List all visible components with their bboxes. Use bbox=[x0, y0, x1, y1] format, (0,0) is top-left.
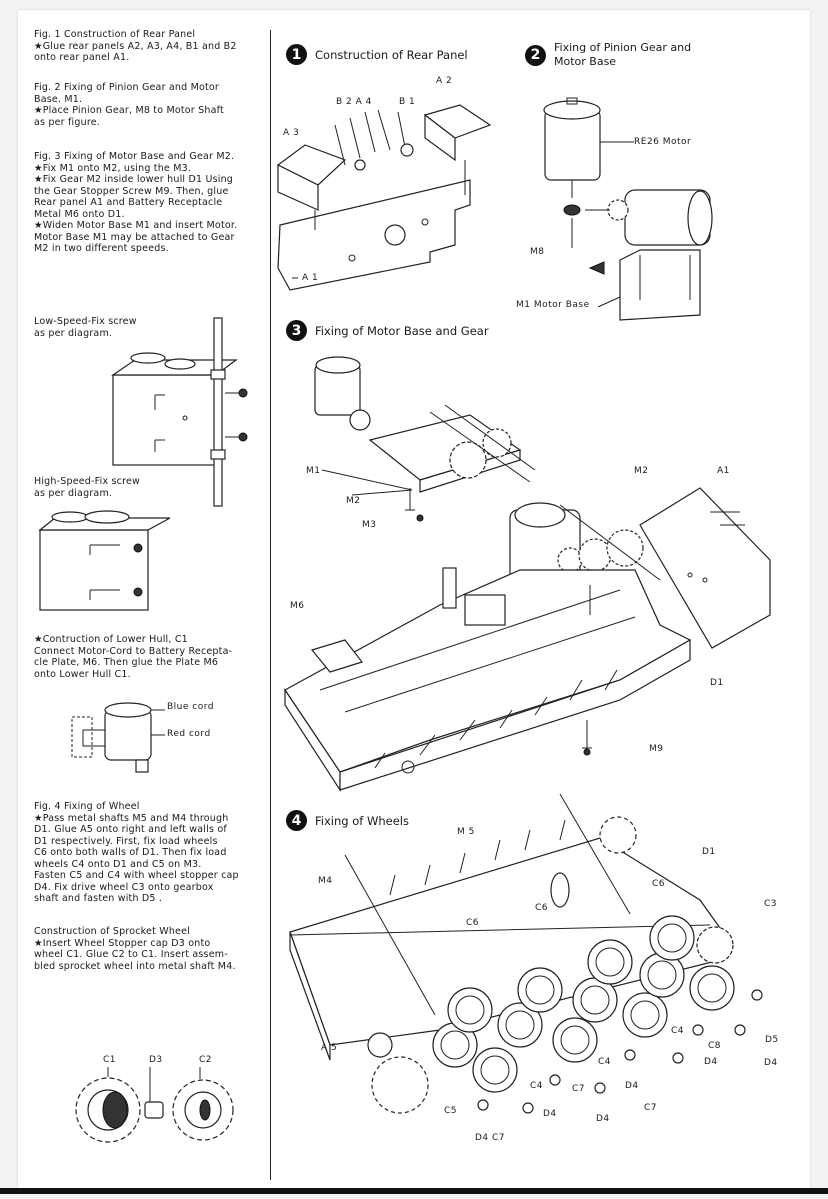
step-4-title: Fixing of Wheels bbox=[315, 813, 409, 828]
label-c5: C5 bbox=[444, 1106, 458, 1116]
label-re26-motor: RE26 Motor bbox=[634, 137, 692, 147]
label-d4-a: D4 bbox=[704, 1057, 718, 1067]
blue-cord-label: Blue cord bbox=[167, 702, 214, 712]
label-c6-right: C6 bbox=[652, 879, 666, 889]
label-m5: M 5 bbox=[457, 827, 475, 837]
low-speed-gearbox-drawing bbox=[111, 317, 248, 507]
step-3-title: Fixing of Motor Base and Gear bbox=[315, 323, 489, 338]
label-m1-motor-base: M1 Motor Base bbox=[516, 300, 590, 310]
label-d4-d: D4 bbox=[543, 1109, 557, 1119]
column-divider bbox=[270, 30, 271, 1180]
step-2-title: Fixing of Pinion Gear and Motor Base bbox=[554, 41, 692, 68]
label-c2: C2 bbox=[199, 1055, 213, 1065]
step-1-number: 1 bbox=[286, 44, 307, 65]
label-m8: M8 bbox=[530, 247, 545, 257]
step-4-number: 4 bbox=[286, 810, 307, 831]
red-cord-label: Red cord bbox=[167, 729, 211, 739]
label-b1: B 1 bbox=[399, 97, 416, 107]
label-c4-left: C4 bbox=[530, 1081, 544, 1091]
label-c8: C8 bbox=[708, 1041, 722, 1051]
fig4-text: Fig. 4 Fixing of Wheel ★Pass metal shaft… bbox=[34, 801, 239, 904]
label-d4-b: D4 bbox=[764, 1058, 778, 1068]
step-3-heading: 3 Fixing of Motor Base and Gear bbox=[286, 320, 489, 341]
label-d4-e: D4 bbox=[596, 1114, 610, 1124]
fig2-text: Fig. 2 Fixing of Pinion Gear and Motor B… bbox=[34, 82, 224, 128]
label-m3: M3 bbox=[362, 520, 377, 530]
label-a2: A 2 bbox=[436, 76, 453, 86]
label-d3: D3 bbox=[149, 1055, 163, 1065]
label-c1: C1 bbox=[103, 1055, 117, 1065]
pinion-motor-drawing bbox=[543, 97, 713, 321]
label-a3: A 3 bbox=[283, 128, 300, 138]
label-m2-gear: M2 bbox=[634, 466, 649, 476]
label-d1: D1 bbox=[710, 678, 724, 688]
label-c6-middle: C6 bbox=[535, 903, 549, 913]
step-4-heading: 4 Fixing of Wheels bbox=[286, 810, 409, 831]
label-c6-left: C6 bbox=[466, 918, 480, 928]
label-m6: M6 bbox=[290, 601, 305, 611]
bottom-border bbox=[0, 1188, 828, 1194]
road-wheels bbox=[432, 915, 735, 1093]
rear-panel-drawing bbox=[276, 104, 492, 291]
label-c7-b: C7 bbox=[644, 1103, 658, 1113]
label-d4-c: D4 bbox=[625, 1081, 639, 1091]
fig1-text: Fig. 1 Construction of Rear Panel ★Glue … bbox=[34, 29, 237, 63]
low-speed-text: Low-Speed-Fix screw as per diagram. bbox=[34, 316, 137, 339]
label-c3: C3 bbox=[764, 899, 778, 909]
step-1-heading: 1 Construction of Rear Panel bbox=[286, 44, 468, 65]
high-speed-gearbox-drawing bbox=[38, 510, 171, 611]
sprocket-text: Construction of Sprocket Wheel ★Insert W… bbox=[34, 926, 236, 972]
label-d4-c7: D4 C7 bbox=[475, 1133, 506, 1143]
wheels-drawing bbox=[289, 793, 763, 1114]
fig3-text: Fig. 3 Fixing of Motor Base and Gear M2.… bbox=[34, 151, 238, 254]
step-3-number: 3 bbox=[286, 320, 307, 341]
label-a1-panel: A1 bbox=[717, 466, 730, 476]
label-c7-a: C7 bbox=[572, 1084, 586, 1094]
motor-base-gear-drawing bbox=[314, 356, 771, 649]
step-2-number: 2 bbox=[525, 44, 546, 66]
step-2-heading: 2 Fixing of Pinion Gear and Motor Base bbox=[525, 41, 691, 69]
label-m2: M2 bbox=[346, 496, 361, 506]
label-a1: A 1 bbox=[302, 273, 319, 283]
label-d5: D5 bbox=[765, 1035, 779, 1045]
lower-hull-drawing bbox=[284, 567, 692, 793]
label-b2-a4: B 2 A 4 bbox=[336, 97, 372, 107]
label-a5: A 5 bbox=[321, 1043, 338, 1053]
label-m9: M9 bbox=[649, 744, 664, 754]
label-c4-right: C4 bbox=[671, 1026, 685, 1036]
motor-cord-drawing bbox=[71, 702, 165, 773]
label-m1: M1 bbox=[306, 466, 321, 476]
label-m4: M4 bbox=[318, 876, 333, 886]
sprocket-parts-drawing bbox=[75, 1067, 234, 1143]
lower-hull-text: ★Contruction of Lower Hull, C1 Connect M… bbox=[34, 634, 233, 680]
label-d1-wheels: D1 bbox=[702, 847, 716, 857]
high-speed-text: High-Speed-Fix screw as per diagram. bbox=[34, 476, 141, 499]
label-c4-middle: C4 bbox=[598, 1057, 612, 1067]
wheel-caps bbox=[477, 989, 763, 1114]
step-1-title: Construction of Rear Panel bbox=[315, 47, 468, 62]
